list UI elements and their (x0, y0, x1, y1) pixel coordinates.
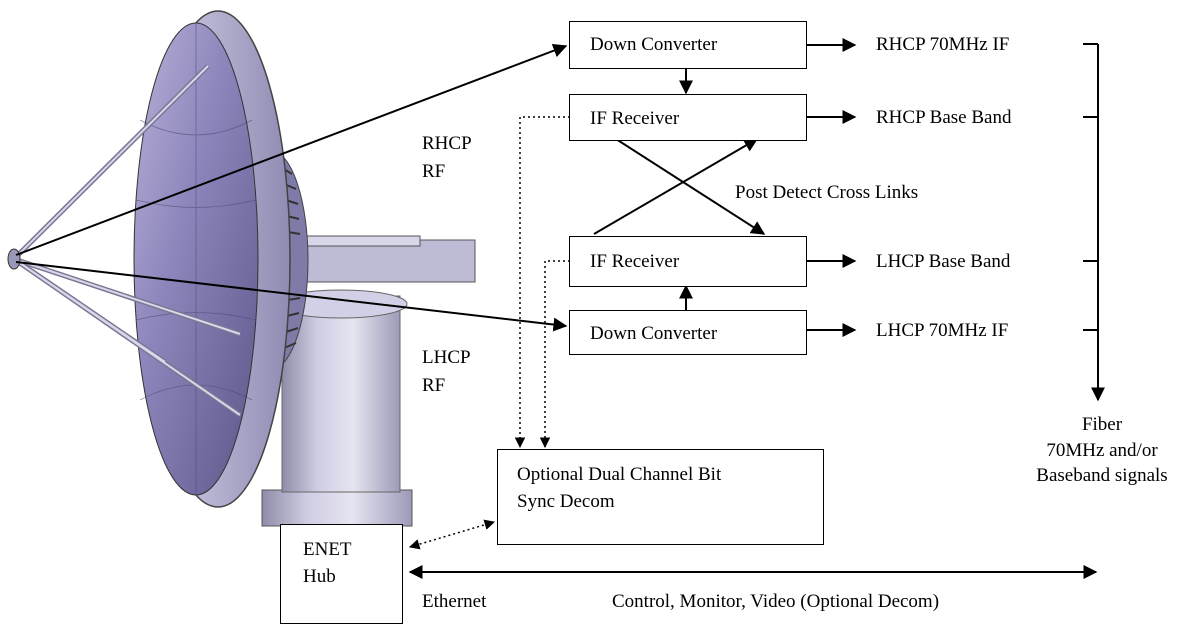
fiber-bus (1083, 43, 1098, 400)
elevation-housing (299, 239, 476, 283)
if-receiver-top-label: IF Receiver (590, 108, 680, 129)
elevation-housing-top (291, 235, 421, 247)
cross-links-label: Post Detect Cross Links (735, 182, 919, 203)
dotted-links (408, 116, 570, 550)
if-receiver-bottom-box: IF Receiver (569, 236, 807, 287)
pedestal-column (281, 295, 401, 493)
ethernet-label: Ethernet (422, 591, 487, 612)
if-receiver-bottom-label: IF Receiver (590, 251, 680, 272)
rhcp-if-output-label: RHCP 70MHz IF (876, 34, 1010, 55)
bit-sync-decom-box: Optional Dual Channel Bit Sync Decom (497, 449, 824, 545)
pedestal-base (261, 489, 413, 527)
lhcp-rf-label: LHCP RF (422, 347, 471, 396)
down-converter-top-box: Down Converter (569, 21, 807, 69)
gear-teeth (281, 167, 301, 349)
if-bottom-to-bitsync-link (539, 260, 570, 449)
enet-hub-label: ENET Hub (303, 539, 352, 587)
feed-horn (7, 248, 21, 270)
cross-link-1 (615, 138, 766, 235)
enet-hub-box: ENET Hub (280, 524, 403, 624)
rhcp-rf-arrow (15, 43, 568, 256)
lhcp-bb-output-label: LHCP Base Band (876, 251, 1011, 272)
down-converter-top-label: Down Converter (590, 34, 718, 55)
dish-panel-lines (135, 24, 257, 494)
bit-sync-decom-label: Optional Dual Channel Bit Sync Decom (517, 464, 722, 512)
control-monitor-label: Control, Monitor, Video (Optional Decom) (612, 591, 940, 612)
down-converter-bottom-label: Down Converter (590, 323, 718, 344)
lhcp-rf-arrow (15, 261, 568, 332)
fiber-label: Fiber 70MHz and/or Baseband signals (1036, 414, 1168, 487)
rhcp-bb-output-label: RHCP Base Band (876, 107, 1012, 128)
signal-lines (15, 38, 1098, 579)
cross-link-2 (593, 138, 759, 235)
rhcp-rf-label: RHCP RF (422, 133, 472, 182)
lhcp-if-output-label: LHCP 70MHz IF (876, 320, 1009, 341)
antenna-illustration (7, 10, 476, 527)
bitsync-enet-link (408, 519, 496, 550)
down-converter-bottom-box: Down Converter (569, 310, 807, 355)
if-top-to-bitsync-link (514, 116, 570, 449)
if-receiver-top-box: IF Receiver (569, 94, 807, 141)
